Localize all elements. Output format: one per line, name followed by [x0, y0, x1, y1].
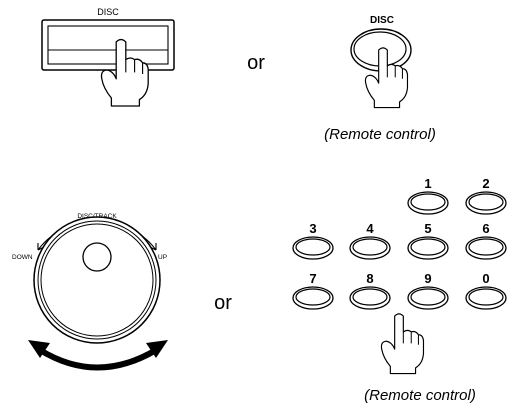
or-text-top: or: [247, 52, 265, 74]
key-8-button[interactable]: [349, 286, 391, 310]
up-label: UP: [158, 254, 167, 261]
key-label-5: 5: [424, 221, 431, 236]
key-6-button[interactable]: [465, 236, 507, 260]
key-2-button[interactable]: [465, 191, 507, 215]
key-label-2: 2: [482, 176, 489, 191]
key-label-9: 9: [424, 271, 431, 286]
panel-disc-label: DISC: [97, 7, 119, 17]
key-4-button[interactable]: [349, 236, 391, 260]
remote-caption-top: (Remote control): [324, 126, 436, 143]
remote-disc-label: DISC: [370, 15, 394, 26]
down-label: DOWN: [12, 254, 33, 261]
hand-pointer-icon: [380, 313, 425, 375]
key-3-button[interactable]: [292, 236, 334, 260]
remote-disc-button-group: DISC (Remote control): [324, 15, 436, 143]
key-7-button[interactable]: [292, 286, 334, 310]
remote-caption-bottom: (Remote control): [364, 387, 476, 404]
key-label-6: 6: [482, 221, 489, 236]
key-5-button[interactable]: [407, 236, 449, 260]
panel-disc-button[interactable]: [41, 19, 175, 71]
key-label-7: 7: [309, 271, 316, 286]
key-0-button[interactable]: [465, 286, 507, 310]
numeric-keypad: 1 2 3 4 5 6 7 8 9 0 (Remote control): [292, 176, 507, 404]
or-text-bottom: or: [214, 292, 232, 314]
panel-disc-button-group: DISC: [41, 7, 175, 107]
rotate-arrow-icon: [28, 340, 168, 371]
key-label-4: 4: [366, 221, 374, 236]
jog-dial[interactable]: [33, 216, 161, 344]
key-1-button[interactable]: [407, 191, 449, 215]
key-label-3: 3: [309, 221, 316, 236]
disc-track-dial-group: DISC/TRACK DOWN UP: [12, 213, 168, 371]
key-label-0: 0: [482, 271, 489, 286]
key-label-8: 8: [366, 271, 373, 286]
key-label-1: 1: [424, 176, 431, 191]
key-9-button[interactable]: [407, 286, 449, 310]
